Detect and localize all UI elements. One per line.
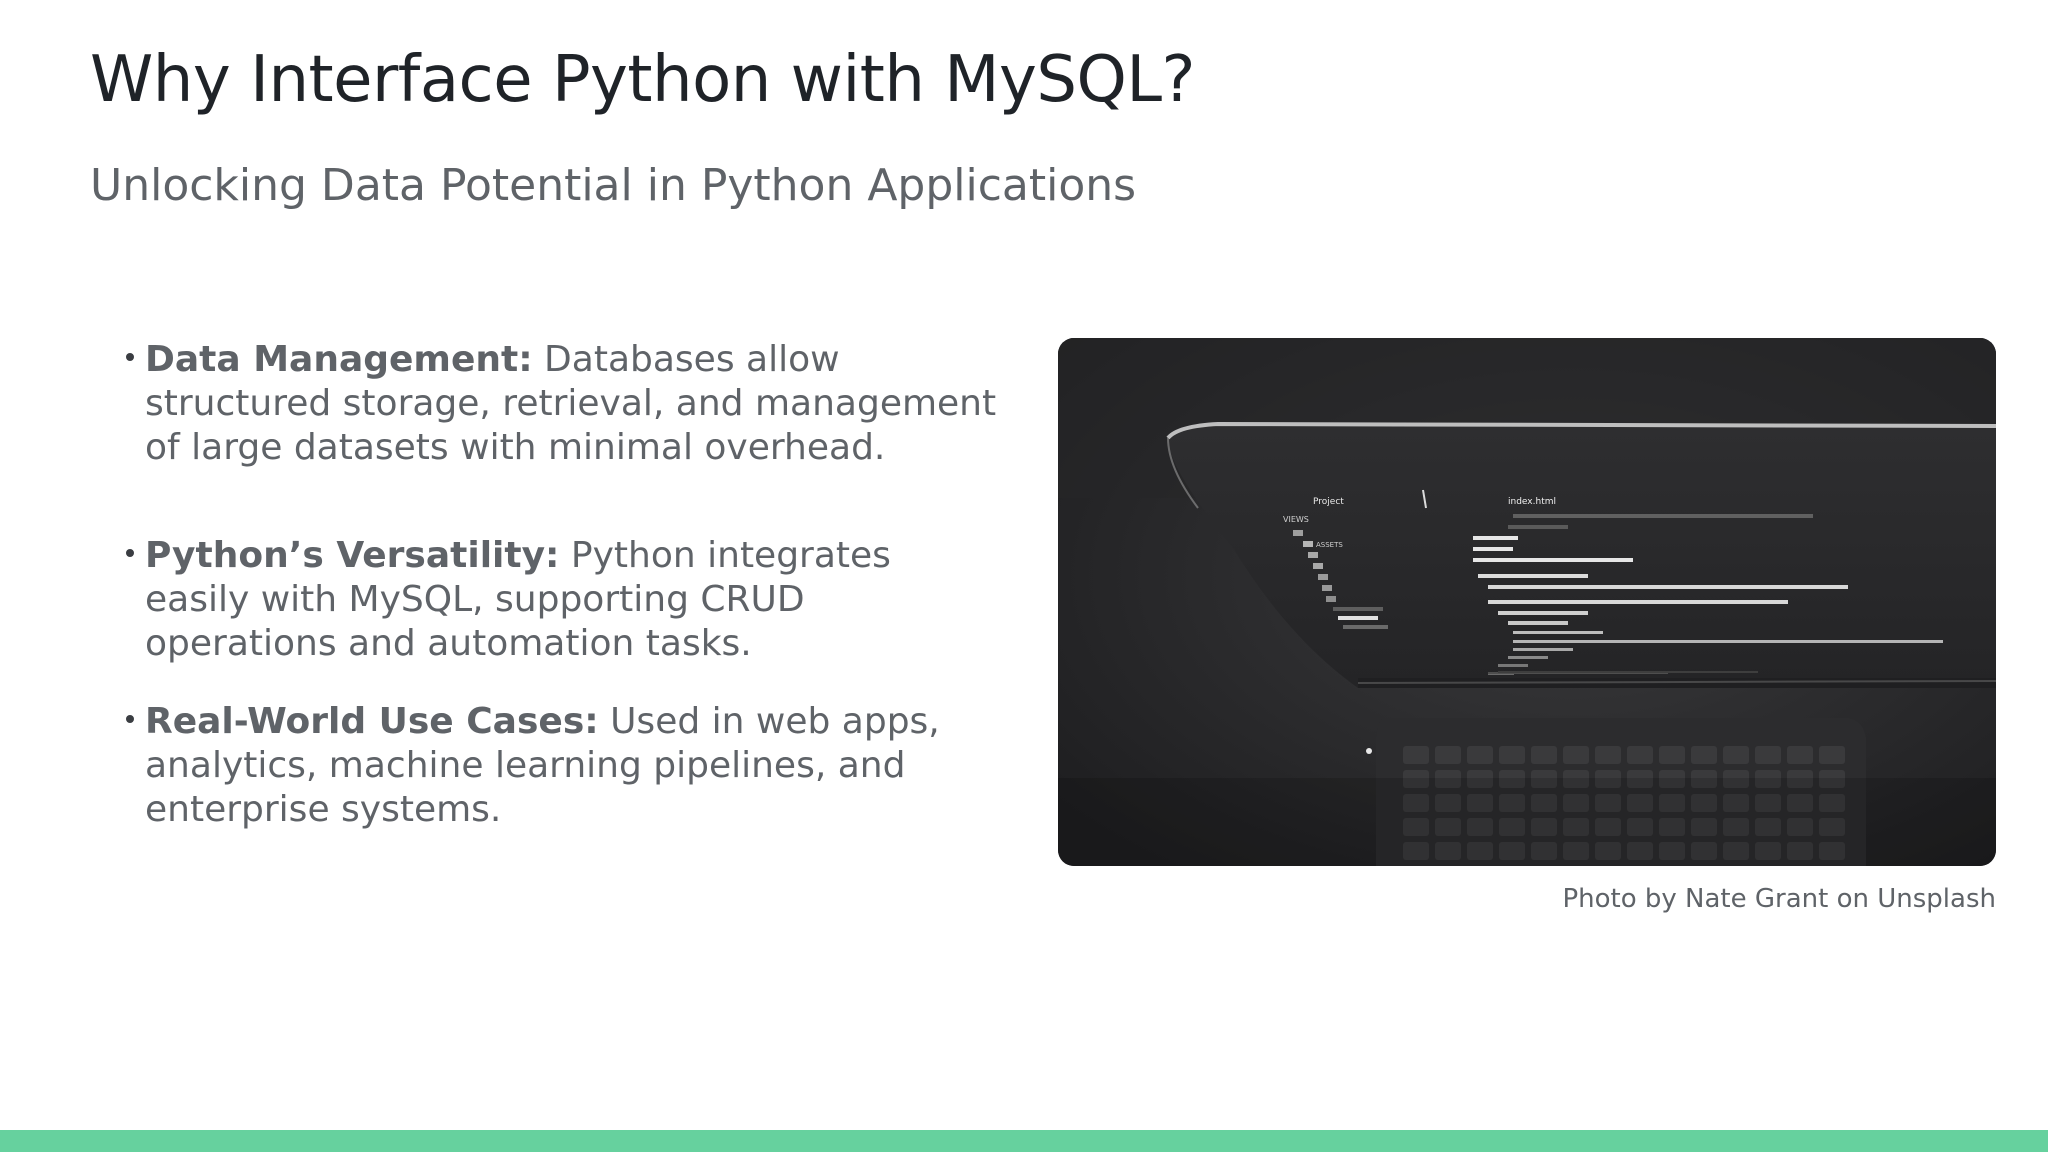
code-lines	[1473, 514, 1943, 683]
project-label: Project	[1313, 497, 1344, 507]
bullet-text: Python integrates easily with MySQL, sup…	[145, 535, 891, 664]
bullet-real-world-use-cases: Real-World Use Cases: Used in web apps, …	[124, 700, 1004, 832]
file-name-label: index.html	[1508, 497, 1556, 507]
bullet-list: Data Management: Databases allow structu…	[124, 338, 1004, 832]
bullet-text: Databases allow structured storage, retr…	[145, 339, 997, 468]
slide-title: Why Interface Python with MySQL?	[90, 43, 1195, 117]
bullet-heading: Data Management:	[145, 339, 533, 380]
views-label: VIEWS	[1283, 515, 1309, 524]
bullet-text: Used in web apps, analytics, machine lea…	[145, 701, 940, 830]
bullet-heading: Python’s Versatility:	[145, 535, 560, 576]
bullet-python-versatility: Python’s Versatility: Python integrates …	[124, 534, 1004, 666]
photo-illustration: Project VIEWS ASSETS index.html	[1058, 338, 1996, 866]
bullet-heading: Real-World Use Cases:	[145, 701, 599, 742]
accent-bar	[0, 1130, 2048, 1152]
bullet-data-management: Data Management: Databases allow structu…	[124, 338, 1004, 470]
assets-label: ASSETS	[1316, 541, 1343, 549]
laptop-code-photo: Project VIEWS ASSETS index.html	[1058, 338, 1996, 866]
slide-subtitle: Unlocking Data Potential in Python Appli…	[90, 160, 1137, 211]
photo-caption: Photo by Nate Grant on Unsplash	[1562, 884, 1996, 914]
keyboard-keys	[1403, 746, 1845, 860]
